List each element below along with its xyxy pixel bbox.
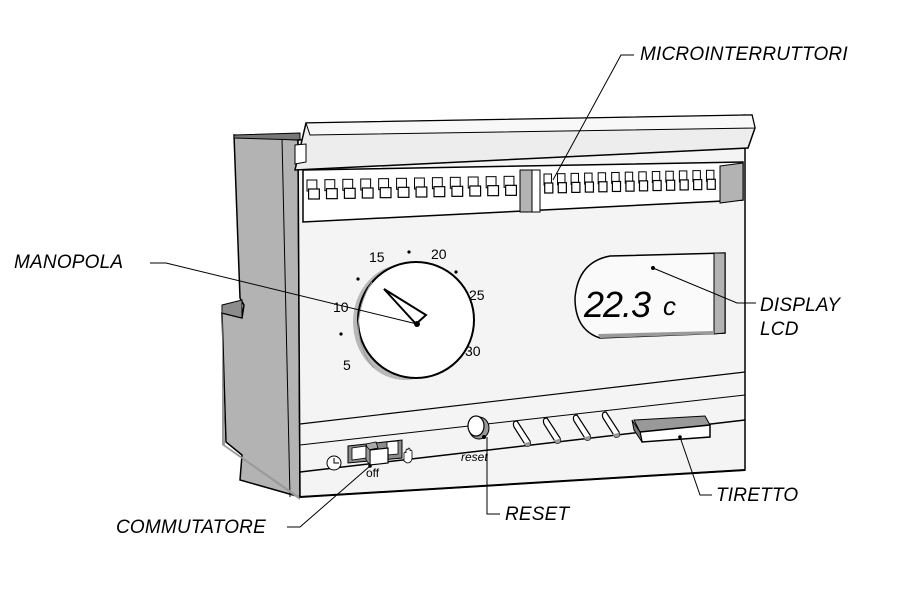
callout-display-line2: LCD	[760, 319, 799, 340]
cover-lid[interactable]	[294, 114, 756, 171]
push-button[interactable]	[572, 414, 592, 441]
dial-label-15: 15	[369, 249, 385, 265]
reset-button[interactable]	[467, 415, 490, 440]
microswitches-left	[306, 175, 518, 200]
lcd-unit: c	[663, 291, 676, 321]
microswitch[interactable]	[705, 169, 716, 190]
microswitch[interactable]	[611, 171, 622, 193]
dial-scale: 5 10 15 20 25 30	[333, 246, 485, 373]
microswitch[interactable]	[485, 176, 500, 197]
microswitch[interactable]	[414, 177, 428, 198]
dial-label-20: 20	[431, 246, 447, 262]
leader-tiretto	[679, 436, 712, 496]
leader-display	[652, 267, 756, 304]
microswitch[interactable]	[342, 178, 356, 199]
tiretto-drawer[interactable]	[631, 415, 711, 443]
microswitch[interactable]	[543, 173, 554, 194]
microswitch[interactable]	[678, 170, 689, 191]
mode-switch[interactable]	[347, 439, 403, 468]
microswitch[interactable]	[378, 178, 392, 199]
microswitch[interactable]	[624, 171, 635, 192]
leader-lines	[150, 54, 756, 528]
microswitch[interactable]	[449, 176, 464, 197]
microswitch[interactable]	[584, 172, 595, 193]
microswitch[interactable]	[692, 170, 703, 191]
device-side-panel	[221, 132, 301, 500]
lcd-reading: 22.3	[583, 284, 651, 325]
leader-manopola	[150, 262, 418, 325]
microswitch[interactable]	[557, 173, 567, 194]
microswitch[interactable]	[360, 178, 374, 199]
dial-label-5: 5	[343, 357, 351, 373]
microswitch[interactable]	[665, 170, 676, 191]
microswitch[interactable]	[324, 179, 338, 200]
lcd-display: 22.3 c	[574, 252, 726, 339]
microswitch[interactable]	[651, 171, 662, 192]
dial-label-10: 10	[333, 299, 349, 315]
reset-button-label: reset	[461, 450, 488, 464]
callout-reset: RESET	[505, 504, 570, 525]
microswitch[interactable]	[638, 171, 649, 192]
temperature-dial[interactable]	[353, 261, 475, 380]
callout-commutatore: COMMUTATORE	[116, 517, 266, 538]
clock-icon	[326, 455, 342, 471]
dial-label-25: 25	[469, 287, 485, 303]
callout-tiretto: TIRETTO	[716, 485, 799, 506]
callout-display-line1: DISPLAY	[760, 295, 841, 316]
microswitch[interactable]	[597, 172, 608, 193]
push-button[interactable]	[542, 417, 562, 444]
microswitches-right	[543, 169, 716, 194]
switch-position-label: off	[366, 466, 380, 480]
push-button[interactable]	[512, 420, 532, 447]
microswitch[interactable]	[570, 172, 581, 193]
leader-commutatore	[287, 465, 371, 528]
push-buttons	[512, 411, 621, 447]
microswitch[interactable]	[467, 176, 482, 197]
hand-icon	[403, 447, 413, 464]
callout-manopola: MANOPOLA	[14, 252, 124, 273]
microswitch[interactable]	[306, 179, 320, 200]
callout-microinterruttori: MICROINTERRUTTORI	[640, 44, 848, 65]
leader-microinterruttori	[552, 54, 634, 181]
push-button[interactable]	[601, 411, 621, 438]
microswitch[interactable]	[396, 177, 410, 198]
microswitch[interactable]	[503, 175, 518, 196]
dial-label-30: 30	[465, 343, 481, 359]
leader-reset	[486, 437, 500, 515]
microswitch[interactable]	[431, 177, 446, 198]
dial-pointer	[383, 288, 428, 326]
